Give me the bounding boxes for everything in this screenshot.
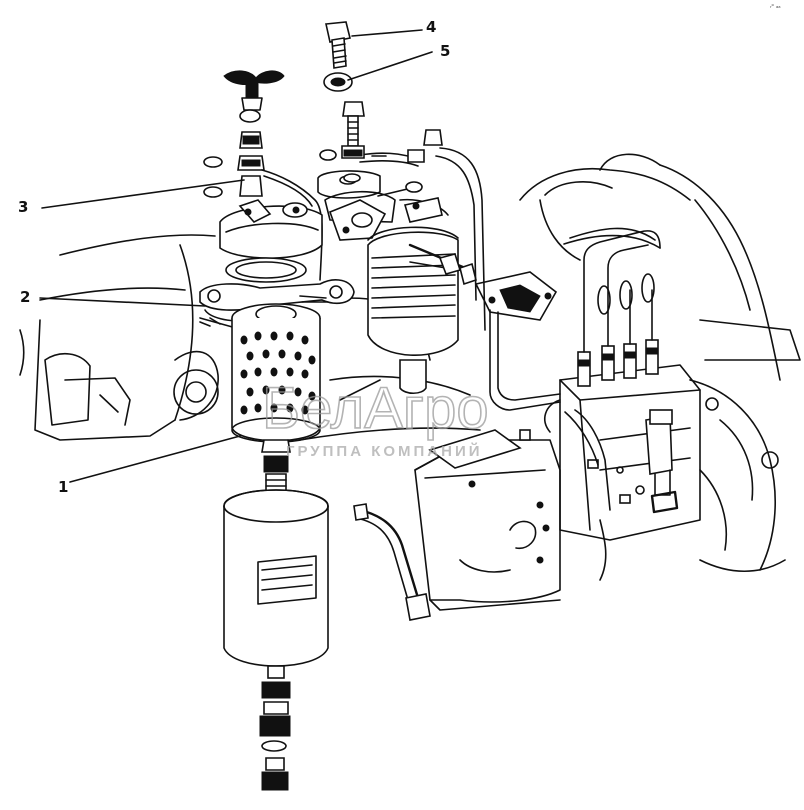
callout-2: 2 xyxy=(20,288,30,306)
primary-filter-head xyxy=(219,199,323,259)
callout-leaders xyxy=(39,29,433,483)
injection-pump xyxy=(544,364,719,581)
watermark: БелАгро ГРУППА КОМПАНИЙ xyxy=(261,375,489,460)
bottom-drain-fittings xyxy=(259,665,291,791)
engine-block-left xyxy=(19,234,219,441)
perforation-holes xyxy=(240,331,316,415)
callout-4: 4 xyxy=(426,18,436,36)
callout-3: 3 xyxy=(18,198,28,216)
part-4-bolt xyxy=(325,21,351,69)
engine-head-right xyxy=(519,153,801,573)
high-pressure-fuel-lines xyxy=(563,227,661,353)
gasket-ring xyxy=(225,257,307,283)
bent-fuel-pipe xyxy=(353,503,431,621)
primary-filter-cap-hardware xyxy=(203,70,323,281)
connecting-banjo-line xyxy=(408,243,611,511)
secondary-filter-assembly xyxy=(317,170,471,395)
watermark-subtitle: ГРУППА КОМПАНИЙ xyxy=(286,442,483,460)
pump-delivery-valves xyxy=(577,339,659,387)
pump-governor-housing xyxy=(414,429,561,611)
corner-mark: ᵣᵒ ₐₐ xyxy=(770,3,781,10)
part-1-filter-element xyxy=(231,303,321,453)
secondary-head-fasteners xyxy=(319,101,443,193)
callout-5: 5 xyxy=(440,42,450,60)
callout-1: 1 xyxy=(58,478,68,496)
primary-filter-bowl xyxy=(223,489,329,667)
part-5-washer xyxy=(323,72,353,92)
watermark-brand: БелАгро xyxy=(262,376,489,441)
return-pipe xyxy=(359,147,486,331)
callout-labels: 4 5 3 2 1 xyxy=(18,18,450,496)
